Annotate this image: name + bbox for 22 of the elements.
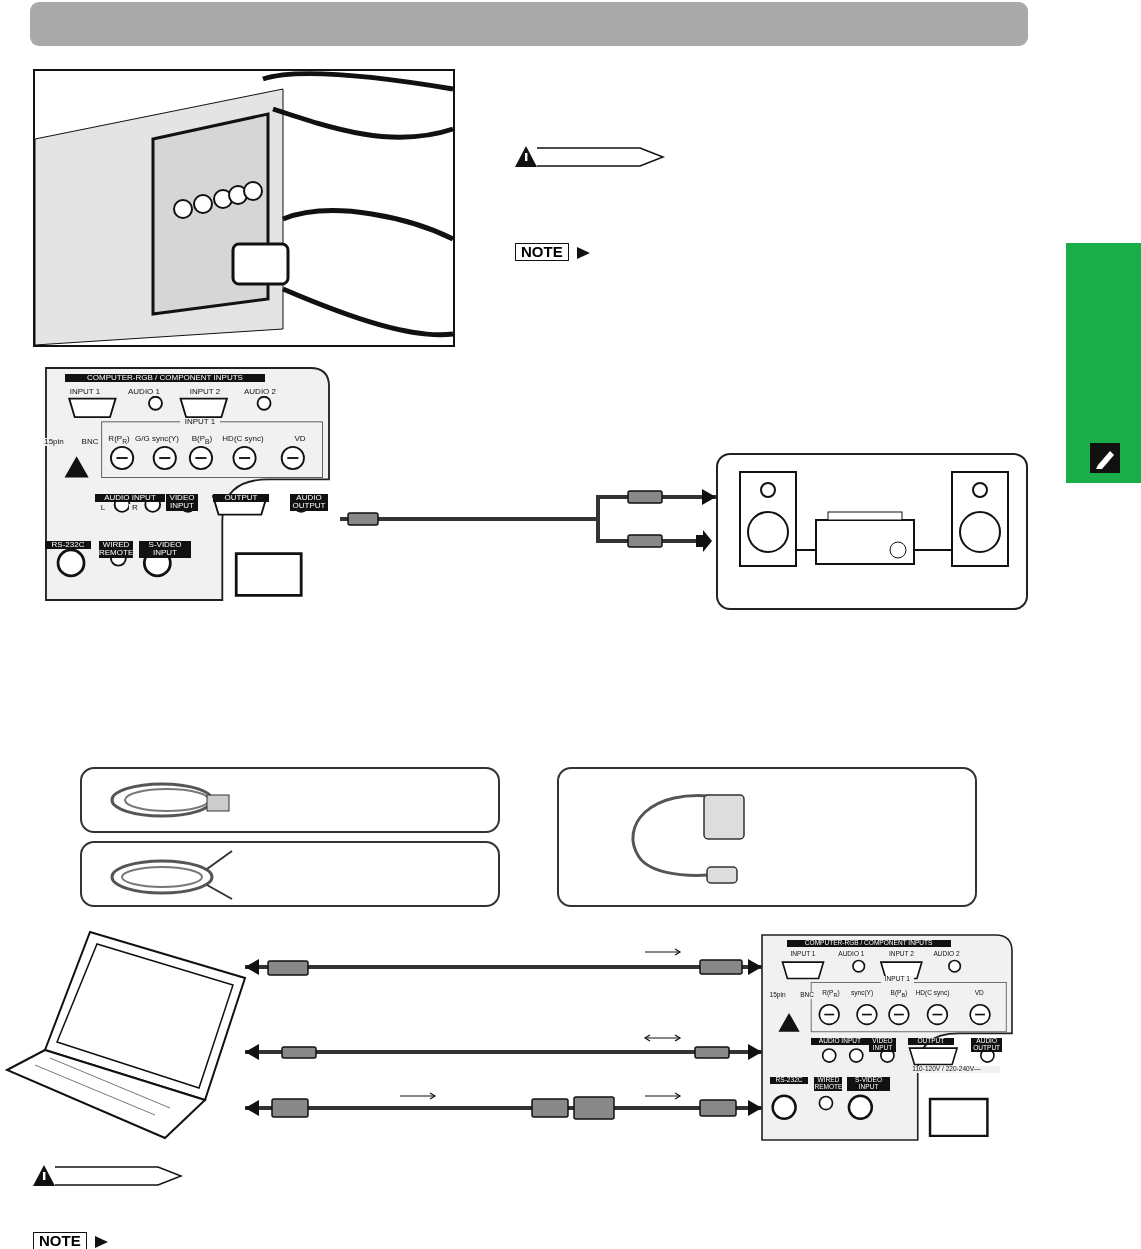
panel-label: AUDIO INPUT	[95, 494, 165, 503]
panel-label: 15pin	[43, 438, 65, 447]
panel-label: COMPUTER-RGB / COMPONENT INPUTS	[65, 374, 265, 383]
note-tag: NOTE	[515, 243, 569, 261]
panel-label: OUTPUT	[213, 494, 269, 503]
device-box	[716, 453, 1028, 610]
panel-label: S-VIDEO INPUT	[139, 541, 191, 558]
panel-label: INPUT 1	[180, 418, 220, 427]
panel-label: HD(C sync)	[219, 435, 267, 444]
panel-label: AUDIO OUTPUT	[290, 494, 328, 511]
cable-arrow	[245, 1044, 762, 1060]
panel-label: AUDIO 2	[243, 388, 277, 397]
panel-label: BNC	[81, 438, 99, 447]
panel-label: RS-232C	[45, 541, 91, 550]
panel-label: R(P$_{R}$)	[105, 435, 133, 445]
panel-label: R	[129, 504, 141, 513]
note-tag: NOTE	[33, 1232, 87, 1249]
laptop-drawing	[5, 930, 245, 1140]
panel-label: VIDEO INPUT	[166, 494, 198, 511]
panel-label: WIRED REMOTE	[99, 541, 133, 558]
panel-label: AUDIO 1	[127, 388, 161, 397]
panel-label: G/G sync(Y)	[133, 435, 181, 444]
